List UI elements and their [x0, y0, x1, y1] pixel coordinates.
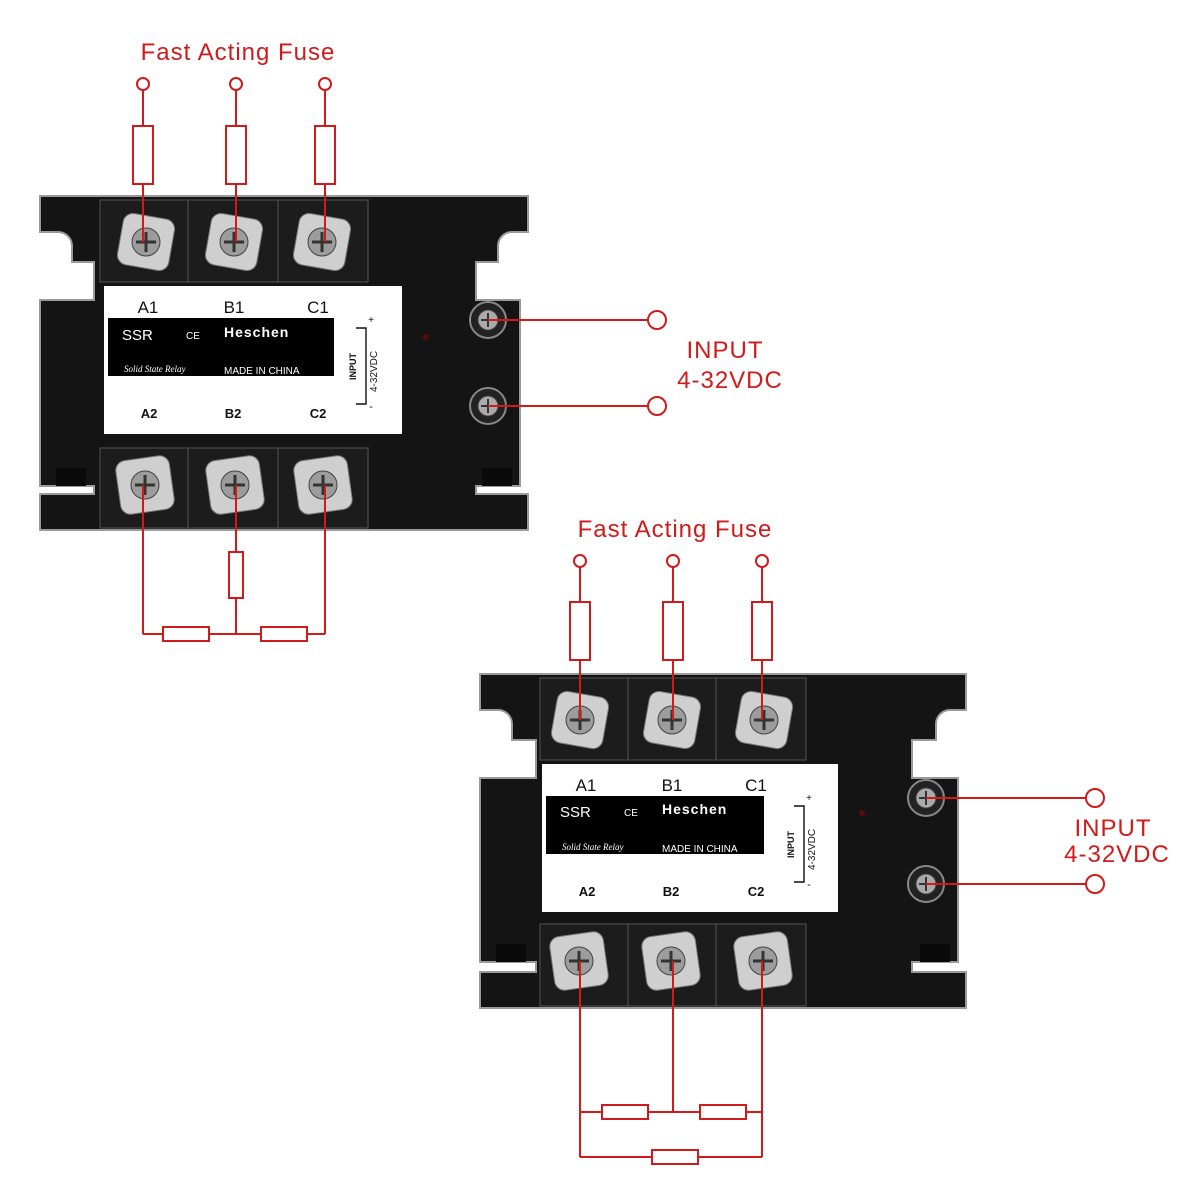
label-a2: A2	[579, 884, 596, 899]
load-resistor-c	[260, 626, 308, 642]
label-subtitle: Solid State Relay	[562, 842, 623, 852]
label-a2: A2	[141, 406, 158, 421]
label-side-voltage: 4-32VDC	[807, 829, 818, 870]
fuse-b	[225, 125, 247, 185]
fuse-wiring	[132, 77, 336, 242]
label-c2: C2	[310, 406, 327, 421]
terminal-a2-screw[interactable]	[115, 455, 176, 516]
fuse-a	[569, 601, 591, 661]
label-ce: CE	[624, 808, 638, 819]
fuse-label: Fast Acting Fuse	[141, 39, 336, 66]
input-wiring	[488, 310, 667, 416]
label-plus: +	[806, 793, 812, 804]
label-c2: C2	[748, 884, 765, 899]
label-made-in: MADE IN CHINA	[662, 844, 738, 855]
fuse-wiring	[569, 554, 773, 720]
label-minus: -	[807, 879, 811, 891]
input-label: INPUT	[1075, 815, 1152, 842]
label-brand: Heschen	[224, 324, 289, 340]
label-plus: +	[368, 315, 374, 326]
label-b2: B2	[663, 884, 680, 899]
input-voltage: 4-32VDC	[677, 367, 783, 394]
input-bracket	[356, 327, 367, 405]
terminal-a1-screw[interactable]	[116, 212, 176, 272]
fuse-b	[662, 601, 684, 661]
terminal-b1-screw[interactable]	[204, 212, 264, 272]
terminal-c2-screw[interactable]	[293, 455, 354, 516]
input-bracket	[794, 805, 805, 883]
relay-2: Fast Acting Fuse	[479, 516, 1170, 1165]
label-subtitle: Solid State Relay	[124, 364, 185, 374]
label-ssr: SSR	[560, 804, 591, 821]
terminal-c1-screw[interactable]	[734, 690, 794, 750]
label-c1: C1	[307, 298, 329, 317]
label-a1: A1	[576, 776, 597, 795]
load-resistor-ca	[651, 1149, 699, 1165]
label-c1: C1	[745, 776, 767, 795]
input-voltage: 4-32VDC	[1064, 841, 1170, 868]
status-led	[423, 334, 429, 340]
fuse-label: Fast Acting Fuse	[578, 516, 773, 543]
label-a1: A1	[138, 298, 159, 317]
label-b2: B2	[225, 406, 242, 421]
load-resistor-b	[228, 551, 244, 599]
label-ssr: SSR	[122, 327, 153, 344]
load-resistor-a	[162, 626, 210, 642]
fuse-c	[314, 125, 336, 185]
terminal-b2-screw[interactable]	[641, 931, 702, 992]
terminal-c1-screw[interactable]	[292, 212, 352, 272]
load-resistor-ab	[601, 1104, 649, 1120]
label-plate: A1 B1 C1 SSR CE Heschen Solid State Rela…	[104, 286, 402, 434]
status-led	[859, 810, 865, 816]
load-wiring-delta	[579, 961, 763, 1165]
label-side-voltage: 4-32VDC	[369, 351, 380, 392]
label-side-input: INPUT	[786, 830, 796, 858]
label-minus: -	[369, 401, 373, 413]
fuse-a	[132, 125, 154, 185]
label-brand: Heschen	[662, 801, 727, 817]
relay-1: Fast Acting Fuse	[39, 39, 783, 642]
fuse-c	[751, 601, 773, 661]
label-ce: CE	[186, 331, 200, 342]
label-b1: B1	[662, 776, 683, 795]
load-resistor-bc	[699, 1104, 747, 1120]
label-b1: B1	[224, 298, 245, 317]
input-label: INPUT	[687, 337, 764, 364]
label-made-in: MADE IN CHINA	[224, 366, 300, 377]
label-side-input: INPUT	[348, 352, 358, 380]
load-wiring-star	[142, 485, 326, 642]
input-wiring	[926, 788, 1105, 894]
label-plate: A1 B1 C1 SSR CE Heschen Solid State Rela…	[542, 764, 838, 912]
